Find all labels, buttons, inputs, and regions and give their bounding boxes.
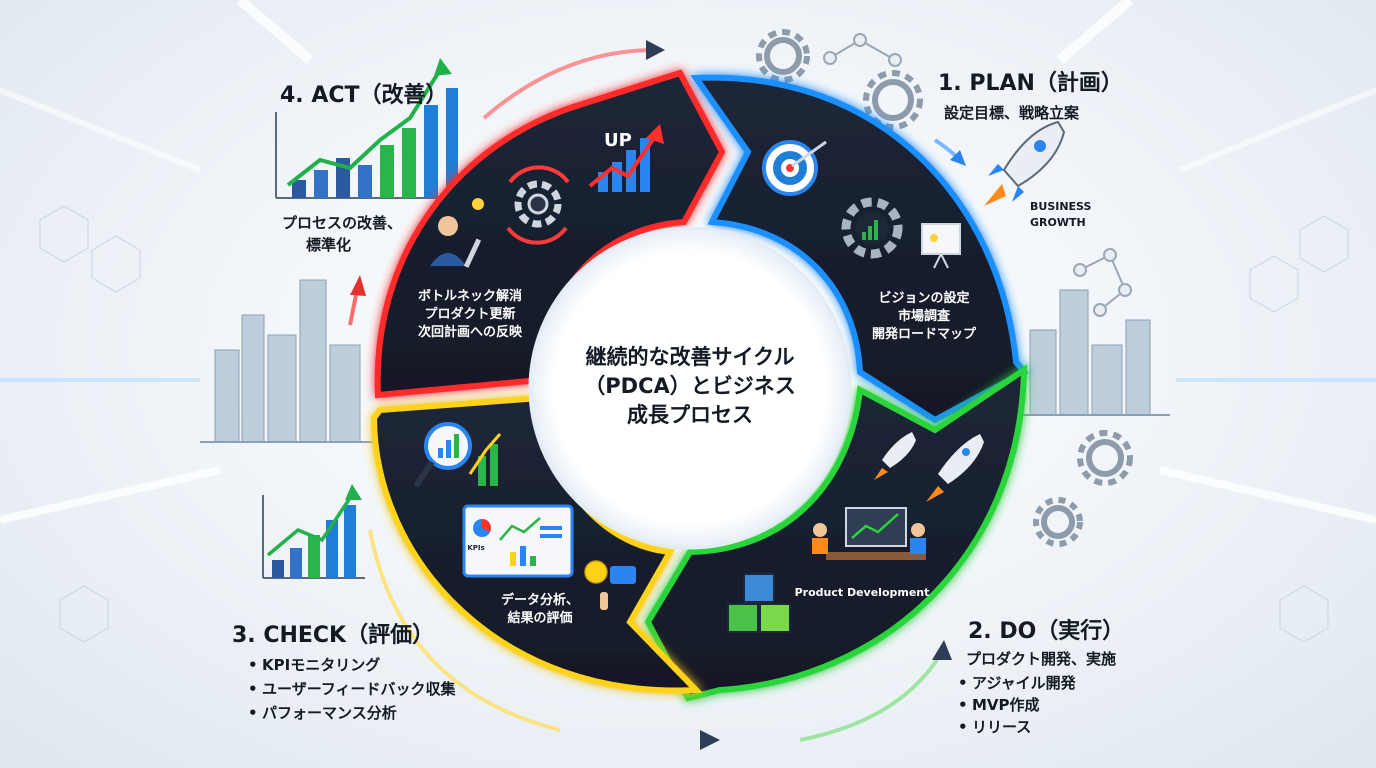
network-nodes-icon: [823, 33, 1132, 317]
gear-icon: [756, 29, 1133, 547]
building-blocks-icon: [727, 573, 791, 633]
center-title-line-1: 継続的な改善サイクル: [586, 345, 795, 369]
check-heading: 3. CHECK（評価）: [232, 622, 434, 648]
right-city-skyline: [1020, 289, 1170, 416]
act-segment-line-2: プロダクト更新: [424, 306, 515, 322]
check-bullet-dot-3: •: [248, 704, 258, 722]
plan-segment-line-1: ビジョンの設定: [878, 290, 969, 306]
center-title-line-2: （PDCA）とビジネス: [584, 374, 796, 398]
center-title: 継続的な改善サイクル （PDCA）とビジネス 成長プロセス: [584, 345, 796, 427]
act-growth-bar-chart-icon: [275, 58, 460, 199]
magnifier-chart-icon: [413, 422, 502, 488]
check-bullet-1: KPIモニタリング: [262, 656, 380, 674]
do-bullet-2: MVP作成: [972, 696, 1040, 714]
plan-segment-line-3: 開発ロードマップ: [872, 326, 977, 342]
check-growth-bar-chart-icon: [262, 484, 365, 579]
act-segment-line-3: 次回計画への反映: [418, 324, 523, 340]
hexagon-pattern: [39, 205, 1349, 643]
act-improvement-gear-icon: [506, 165, 570, 245]
act-subtitle-line-1: プロセスの改善、: [282, 214, 402, 232]
plan-segment-line-2: 市場調査: [898, 308, 951, 324]
act-heading: 4. ACT（改善）: [280, 82, 448, 108]
up-badge: UP: [604, 130, 632, 151]
check-bullet-3: パフォーマンス分析: [262, 704, 397, 722]
rocket-icon: [984, 120, 1066, 206]
left-city-skyline: [200, 279, 380, 443]
kpi-label: KPIs: [467, 544, 484, 552]
do-bullet-dot-1: •: [958, 674, 968, 692]
team-meeting-icon: [812, 507, 926, 560]
target-icon: [762, 140, 827, 196]
act-segment-line-1: ボトルネック解消: [418, 288, 522, 304]
center-circle: [528, 226, 852, 550]
center-title-line-3: 成長プロセス: [627, 403, 753, 427]
do-bullet-dot-2: •: [958, 696, 968, 714]
check-segment-line-2: 結果の評価: [507, 610, 572, 626]
kpi-dashboard-icon: [462, 504, 574, 578]
do-bullet-1: アジャイル開発: [972, 674, 1077, 692]
do-bullet-3: リリース: [972, 718, 1031, 736]
plan-subtitle: 設定目標、戦略立案: [944, 104, 1080, 122]
up-trend-icon: [588, 124, 664, 192]
plan-heading: 1. PLAN（計画）: [938, 70, 1123, 96]
background-light-streaks: [0, 378, 1376, 382]
do-heading: 2. DO（実行）: [968, 618, 1124, 644]
check-bullet-2: ユーザーフィードバック収集: [262, 680, 457, 698]
do-subtitle: プロダクト開発、実施: [966, 650, 1116, 668]
check-bullet-dot-1: •: [248, 656, 258, 674]
feedback-emoji-icon: [584, 560, 636, 610]
plan-badge-line-2: GROWTH: [1030, 216, 1086, 229]
check-segment-line-1: データ分析、: [501, 592, 579, 608]
do-segment-label: Product Development: [795, 586, 930, 599]
do-bullet-dot-3: •: [958, 718, 968, 736]
check-bullet-dot-2: •: [248, 680, 258, 698]
do-rockets-icon: [874, 432, 984, 502]
plan-badge-line-1: BUSINESS: [1030, 200, 1091, 213]
plan-gear-chart-icon: [841, 197, 903, 259]
act-subtitle-line-2: 標準化: [306, 236, 351, 254]
act-person-with-wrench-icon: [430, 198, 484, 268]
presentation-board-icon: [921, 223, 961, 269]
cycle-flow-arrows: [348, 40, 966, 750]
